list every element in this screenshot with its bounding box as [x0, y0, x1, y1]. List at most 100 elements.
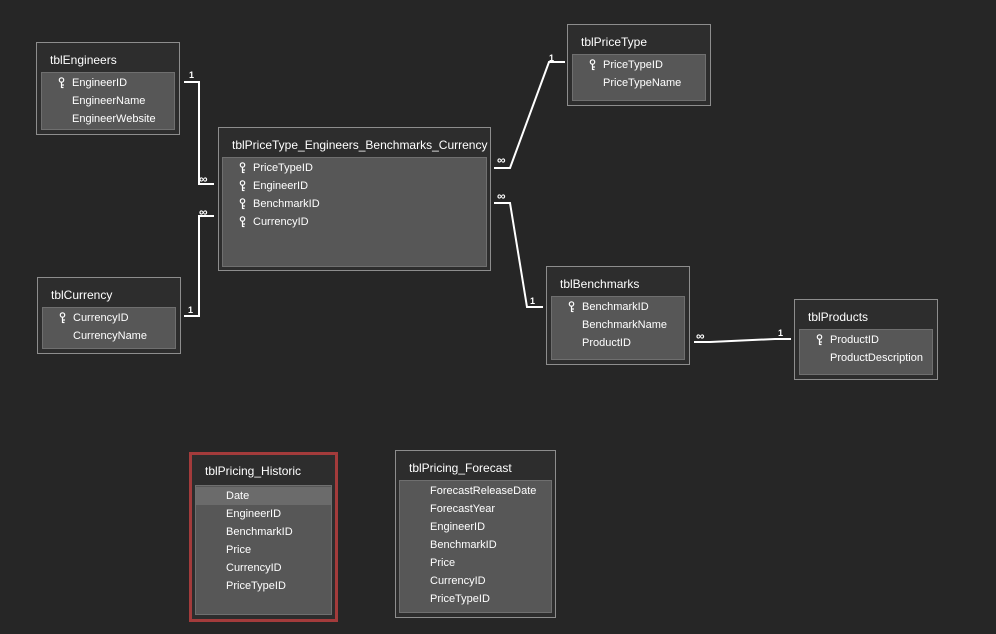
field-name: EngineerID — [430, 521, 486, 533]
table-tblpricing-forecast[interactable]: tblPricing_Forecast ForecastReleaseDate … — [395, 450, 556, 618]
table-tblpricetype-engineers-benchmarks-currency[interactable]: tblPriceType_Engineers_Benchmarks_Curren… — [218, 127, 491, 271]
primary-key-icon — [816, 334, 823, 346]
relationship-junction-benchmarks — [494, 202, 543, 308]
table-title: tblCurrency — [51, 288, 113, 302]
field-row[interactable]: PriceTypeID — [223, 159, 486, 177]
table-tblcurrency[interactable]: tblCurrency CurrencyID CurrencyName — [37, 277, 181, 354]
cardinality-many: ∞ — [696, 329, 705, 343]
field-row[interactable]: EngineerName — [42, 92, 174, 110]
field-name: EngineerID — [226, 508, 282, 520]
table-tblpricing-historic[interactable]: tblPricing_Historic Date EngineerID Benc… — [189, 452, 338, 622]
field-row[interactable]: PriceTypeID — [400, 590, 551, 608]
cardinality-many: ∞ — [497, 189, 506, 203]
field-row[interactable]: CurrencyID — [223, 213, 486, 231]
field-name: BenchmarkID — [226, 526, 293, 538]
field-row[interactable]: EngineerWebsite — [42, 110, 174, 128]
table-tblpricetype[interactable]: tblPriceType PriceTypeID PriceTypeName — [567, 24, 711, 106]
field-row[interactable]: BenchmarkID — [400, 536, 551, 554]
cardinality-many: ∞ — [497, 153, 506, 167]
field-row[interactable]: BenchmarkName — [552, 316, 684, 334]
field-name: EngineerName — [72, 95, 146, 107]
field-row[interactable]: CurrencyID — [43, 309, 175, 327]
field-row[interactable]: ProductID — [800, 331, 932, 349]
primary-key-icon — [58, 77, 65, 89]
primary-key-icon — [239, 216, 246, 228]
table-tblengineers[interactable]: tblEngineers EngineerID EngineerName Eng… — [36, 42, 180, 135]
field-row[interactable]: EngineerID — [223, 177, 486, 195]
field-name: BenchmarkID — [253, 198, 320, 210]
table-title: tblPricing_Forecast — [409, 461, 512, 475]
table-title: tblEngineers — [50, 53, 117, 67]
field-name: CurrencyID — [73, 312, 129, 324]
cardinality-one: 1 — [530, 296, 536, 306]
cardinality-one: 1 — [189, 70, 195, 80]
field-row[interactable]: BenchmarkID — [196, 523, 331, 541]
field-row[interactable]: PriceTypeID — [573, 56, 705, 74]
field-list: Date EngineerID BenchmarkID Price Curren… — [195, 485, 332, 615]
field-name: BenchmarkID — [582, 301, 649, 313]
field-row[interactable]: PriceTypeName — [573, 74, 705, 92]
table-tblbenchmarks[interactable]: tblBenchmarks BenchmarkID BenchmarkName … — [546, 266, 690, 365]
field-row[interactable]: Price — [400, 554, 551, 572]
primary-key-icon — [568, 301, 575, 313]
primary-key-icon — [59, 312, 66, 324]
cardinality-one: 1 — [778, 328, 784, 338]
field-name: CurrencyID — [226, 562, 282, 574]
field-row[interactable]: ForecastYear — [400, 500, 551, 518]
field-row[interactable]: ProductID — [552, 334, 684, 352]
field-list: PriceTypeID EngineerID BenchmarkID Curre… — [222, 157, 487, 267]
field-row[interactable]: ProductDescription — [800, 349, 932, 367]
relationship-benchmarks-products — [694, 338, 791, 343]
field-name: ForecastReleaseDate — [430, 485, 537, 497]
field-list: ProductID ProductDescription — [799, 329, 933, 375]
field-row[interactable]: BenchmarkID — [552, 298, 684, 316]
field-name: ForecastYear — [430, 503, 496, 515]
field-list: EngineerID EngineerName EngineerWebsite — [41, 72, 175, 130]
field-row[interactable]: EngineerID — [196, 505, 331, 523]
field-name: EngineerID — [72, 77, 128, 89]
field-list: PriceTypeID PriceTypeName — [572, 54, 706, 101]
field-name: BenchmarkName — [582, 319, 667, 331]
primary-key-icon — [589, 59, 596, 71]
field-name: Price — [430, 557, 456, 569]
field-name: CurrencyName — [73, 330, 147, 342]
field-name: PriceTypeID — [253, 162, 313, 174]
field-row[interactable]: Price — [196, 541, 331, 559]
field-row[interactable]: EngineerID — [400, 518, 551, 536]
relationship-junction-pricetype — [494, 61, 565, 169]
relationship-engineers-junction — [184, 81, 214, 185]
cardinality-many: ∞ — [199, 172, 208, 186]
table-title: tblPriceType_Engineers_Benchmarks_Curren… — [232, 138, 488, 152]
field-row[interactable]: BenchmarkID — [223, 195, 486, 213]
field-list: BenchmarkID BenchmarkName ProductID — [551, 296, 685, 360]
field-row[interactable]: PriceTypeID — [196, 577, 331, 595]
table-title: tblProducts — [808, 310, 869, 324]
field-name: ProductID — [582, 337, 631, 349]
field-row[interactable]: CurrencyName — [43, 327, 175, 345]
field-name: Date — [226, 490, 250, 502]
field-list: CurrencyID CurrencyName — [42, 307, 176, 349]
field-name: EngineerID — [253, 180, 309, 192]
field-name: ProductID — [830, 334, 879, 346]
field-list: ForecastReleaseDate ForecastYear Enginee… — [399, 480, 552, 613]
field-name: PriceTypeID — [430, 593, 490, 605]
relationship-currency-junction — [184, 215, 214, 317]
cardinality-one: 1 — [549, 53, 555, 63]
field-row[interactable]: CurrencyID — [196, 559, 331, 577]
field-name: Price — [226, 544, 252, 556]
field-row[interactable]: EngineerID — [42, 74, 174, 92]
cardinality-many: ∞ — [199, 205, 208, 219]
field-name: BenchmarkID — [430, 539, 497, 551]
field-row-selected[interactable]: Date — [196, 487, 331, 505]
field-name: ProductDescription — [830, 352, 923, 364]
field-name: PriceTypeID — [603, 59, 663, 71]
table-title: tblPricing_Historic — [205, 464, 302, 478]
field-row[interactable]: ForecastReleaseDate — [400, 482, 551, 500]
field-row[interactable]: CurrencyID — [400, 572, 551, 590]
field-name: CurrencyID — [253, 216, 309, 228]
table-title: tblBenchmarks — [560, 277, 640, 291]
cardinality-one: 1 — [188, 305, 194, 315]
table-title: tblPriceType — [581, 35, 648, 49]
table-tblproducts[interactable]: tblProducts ProductID ProductDescription — [794, 299, 938, 380]
